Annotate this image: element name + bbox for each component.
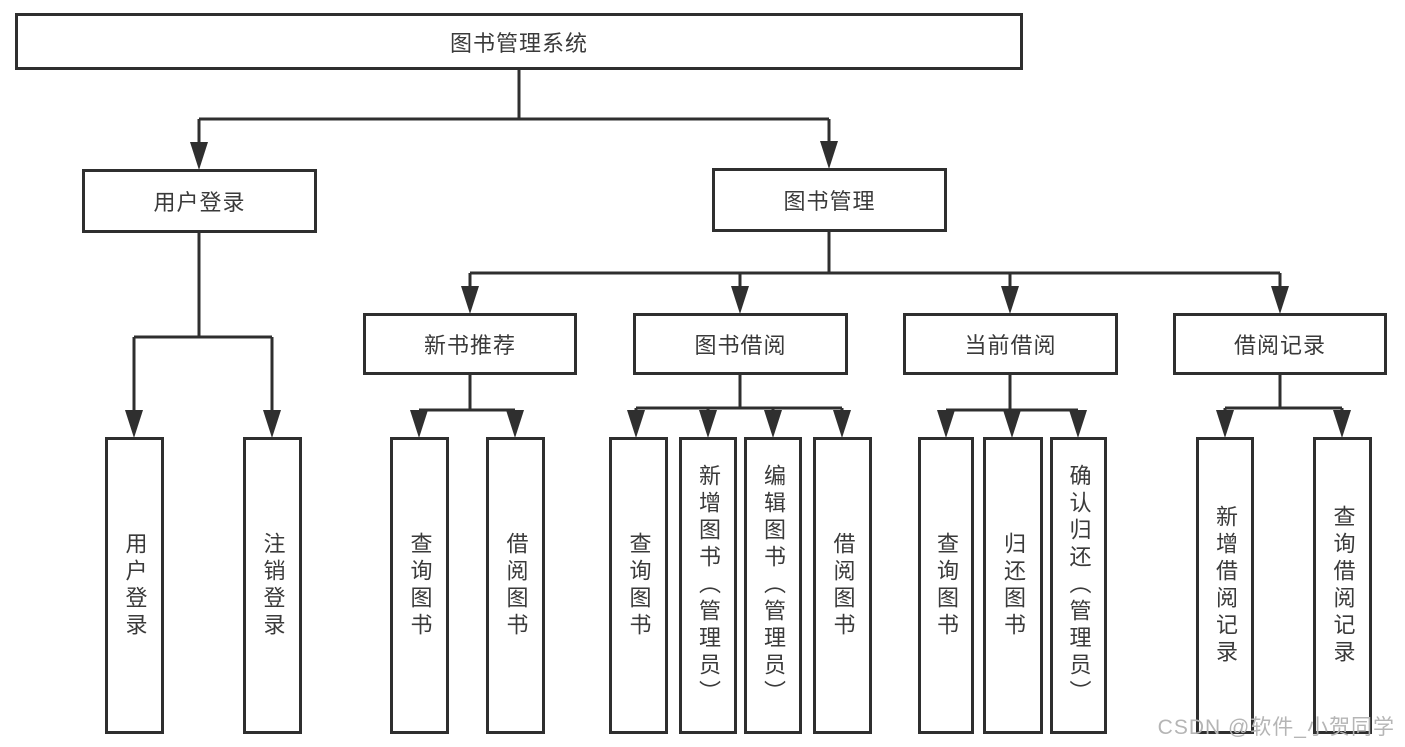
node-book-management: 图书管理 — [712, 168, 947, 232]
leaf-borrow-books-borrowing: 借阅图书 — [813, 437, 872, 734]
node-label: 图书借阅 — [694, 333, 787, 358]
leaf-add-books-admin: 新增图书（管理员） — [679, 437, 737, 734]
node-label: 当前借阅 — [964, 333, 1057, 358]
node-label: 图书管理 — [783, 189, 876, 214]
leaf-confirm-return-admin: 确认归还（管理员） — [1050, 437, 1107, 734]
node-label: 新增借阅记录 — [1213, 504, 1238, 667]
node-borrowing-records: 借阅记录 — [1173, 313, 1387, 375]
node-label: 新书推荐 — [423, 333, 516, 358]
node-library-management-system: 图书管理系统 — [15, 13, 1023, 70]
node-label: 借阅图书 — [830, 531, 856, 640]
node-label: 用户登录 — [122, 531, 148, 640]
arrowhead-icons — [125, 141, 1351, 438]
node-book-borrowing: 图书借阅 — [633, 313, 848, 375]
leaf-query-books-recommend: 查询图书 — [390, 437, 449, 734]
node-label: 用户登录 — [153, 190, 246, 215]
node-label: 图书管理系统 — [449, 30, 588, 56]
leaf-query-books-current: 查询图书 — [918, 437, 974, 734]
leaf-query-books-borrowing: 查询图书 — [609, 437, 668, 734]
node-label: 归还图书 — [1001, 531, 1026, 640]
node-current-borrowing: 当前借阅 — [903, 313, 1118, 375]
node-label: 查询图书 — [626, 531, 652, 640]
leaf-edit-books-admin: 编辑图书（管理员） — [744, 437, 802, 734]
node-label: 查询图书 — [934, 531, 959, 640]
leaf-query-borrow-record: 查询借阅记录 — [1313, 437, 1372, 734]
leaf-logout-login: 注销登录 — [243, 437, 302, 734]
node-label: 注销登录 — [260, 531, 286, 640]
leaf-borrow-books-recommend: 借阅图书 — [486, 437, 545, 734]
node-new-book-recommend: 新书推荐 — [363, 313, 577, 375]
node-label: 借阅图书 — [503, 531, 529, 640]
node-label: 确认归还（管理员） — [1066, 464, 1092, 707]
node-label: 新增图书（管理员） — [696, 464, 721, 707]
csdn-watermark: CSDN @软件_小贺同学 — [1157, 716, 1395, 739]
leaf-return-books: 归还图书 — [983, 437, 1043, 734]
node-label: 编辑图书（管理员） — [761, 464, 786, 707]
node-label: 借阅记录 — [1233, 333, 1326, 358]
node-label: 查询图书 — [407, 531, 433, 640]
node-user-login: 用户登录 — [82, 169, 317, 233]
node-label: 查询借阅记录 — [1330, 504, 1356, 667]
leaf-add-borrow-record: 新增借阅记录 — [1196, 437, 1254, 734]
leaf-user-login: 用户登录 — [105, 437, 164, 734]
